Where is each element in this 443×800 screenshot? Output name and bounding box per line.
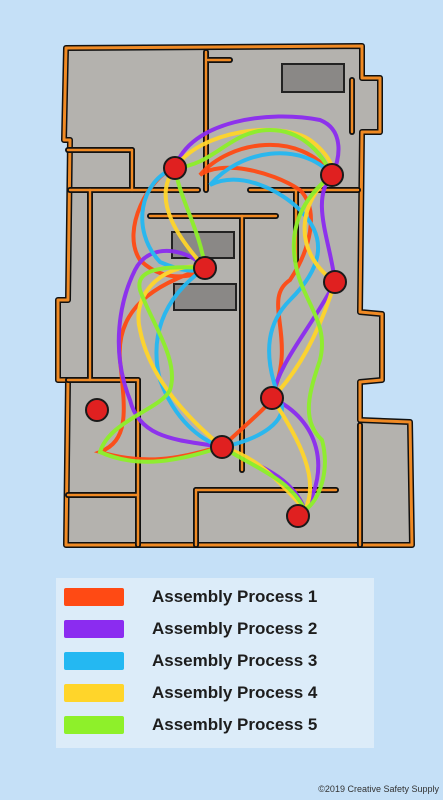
station-marker [260,386,284,410]
legend-label: Assembly Process 3 [152,651,318,670]
legend-label: Assembly Process 1 [152,587,318,606]
legend-label: Assembly Process 5 [152,715,318,734]
legend-swatch [64,684,124,702]
legend-swatch [64,620,124,638]
legend-swatch [64,588,124,606]
machine-block [281,63,345,93]
station-marker [320,163,344,187]
legend-item-process-2: Assembly Process 2 [64,618,317,640]
legend-item-process-4: Assembly Process 4 [64,682,317,704]
station-marker [193,256,217,280]
stations [85,156,347,528]
station-marker [85,398,109,422]
legend-swatch [64,652,124,670]
station-marker [210,435,234,459]
legend-item-process-1: Assembly Process 1 [64,586,317,608]
copyright-notice: ©2019 Creative Safety Supply [318,784,439,794]
station-marker [286,504,310,528]
legend: Assembly Process 1 Assembly Process 2 As… [56,578,374,748]
station-marker [323,270,347,294]
legend-label: Assembly Process 4 [152,683,318,702]
legend-item-process-3: Assembly Process 3 [64,650,317,672]
legend-label: Assembly Process 2 [152,619,318,638]
route-process-2 [116,114,341,515]
legend-item-process-5: Assembly Process 5 [64,714,317,736]
legend-swatch [64,716,124,734]
station-marker [163,156,187,180]
floor-plan [55,43,415,548]
